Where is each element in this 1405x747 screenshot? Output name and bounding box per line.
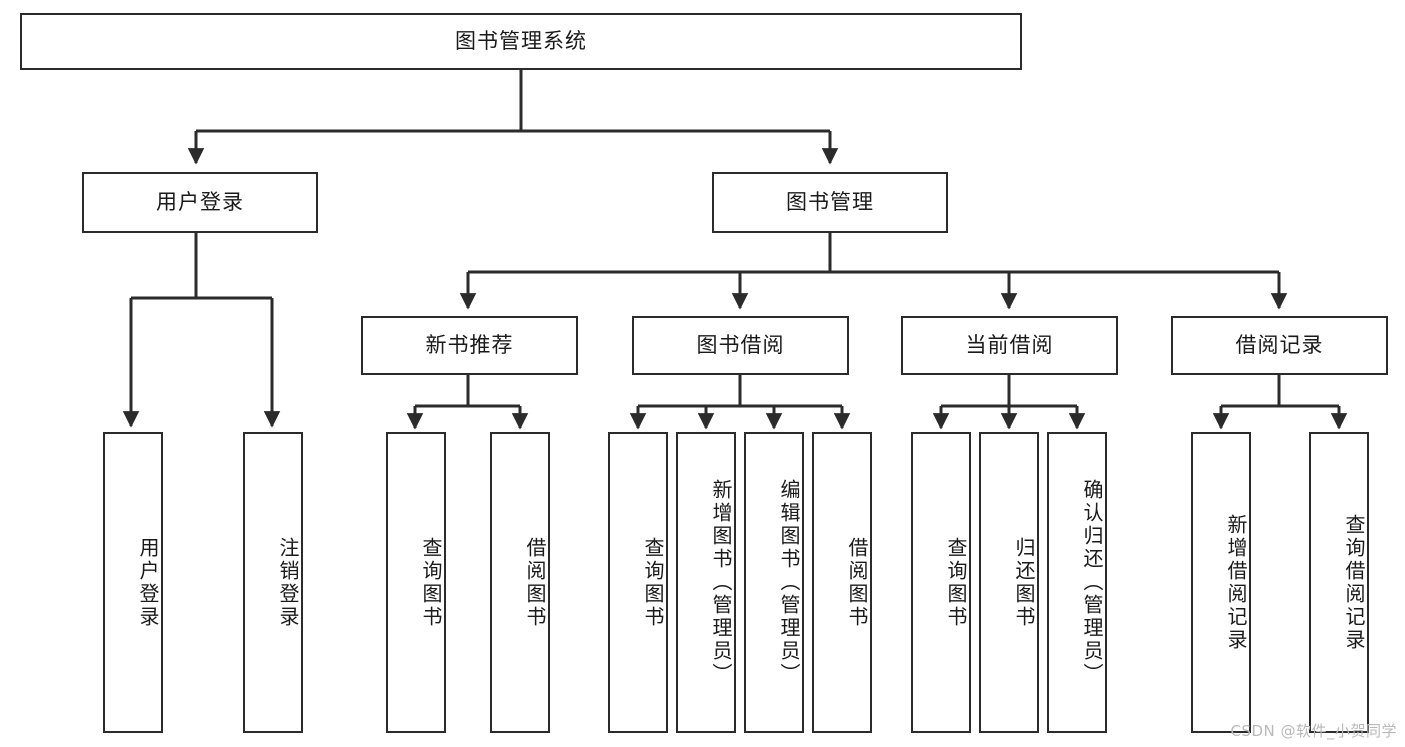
node-leaf-query-book-1[interactable]: 查询图书 bbox=[386, 432, 446, 733]
node-leaf-query-book-2[interactable]: 查询图书 bbox=[608, 432, 668, 733]
node-leaf-return-book-label: 归还图书 bbox=[1012, 536, 1036, 629]
node-leaf-edit-book[interactable]: 编辑图书（管理员） bbox=[744, 432, 804, 733]
node-leaf-user-login-label: 用户登录 bbox=[136, 536, 160, 629]
node-leaf-logout[interactable]: 注销登录 bbox=[243, 432, 303, 733]
node-leaf-confirm-return[interactable]: 确认归还（管理员） bbox=[1047, 432, 1107, 733]
node-user-login[interactable]: 用户登录 bbox=[82, 172, 318, 233]
node-leaf-borrow-book-1-label: 借阅图书 bbox=[523, 536, 547, 629]
node-leaf-edit-book-label: 编辑图书（管理员） bbox=[777, 479, 801, 686]
node-leaf-query-book-2-label: 查询图书 bbox=[641, 536, 665, 629]
node-leaf-query-record[interactable]: 查询借阅记录 bbox=[1309, 432, 1369, 733]
node-root[interactable]: 图书管理系统 bbox=[20, 13, 1022, 70]
node-leaf-borrow-book-2[interactable]: 借阅图书 bbox=[812, 432, 872, 733]
node-book-borrow[interactable]: 图书借阅 bbox=[632, 316, 849, 375]
node-current-borrow[interactable]: 当前借阅 bbox=[901, 316, 1118, 375]
node-new-book-rec-label: 新书推荐 bbox=[425, 332, 514, 357]
node-leaf-user-login[interactable]: 用户登录 bbox=[103, 432, 163, 733]
node-leaf-add-record-label: 新增借阅记录 bbox=[1224, 513, 1248, 652]
node-borrow-record[interactable]: 借阅记录 bbox=[1171, 316, 1388, 375]
node-current-borrow-label: 当前借阅 bbox=[965, 332, 1054, 357]
node-leaf-add-book-label: 新增图书（管理员） bbox=[709, 479, 733, 686]
node-user-login-label: 用户登录 bbox=[156, 189, 244, 214]
node-leaf-add-book[interactable]: 新增图书（管理员） bbox=[676, 432, 736, 733]
node-leaf-return-book[interactable]: 归还图书 bbox=[979, 432, 1039, 733]
node-leaf-logout-label: 注销登录 bbox=[276, 536, 300, 629]
node-leaf-query-book-3-label: 查询图书 bbox=[944, 536, 968, 629]
node-book-manage-label: 图书管理 bbox=[786, 189, 874, 214]
node-leaf-query-book-1-label: 查询图书 bbox=[419, 536, 443, 629]
node-borrow-record-label: 借阅记录 bbox=[1235, 332, 1324, 357]
node-root-label: 图书管理系统 bbox=[455, 28, 587, 53]
node-leaf-add-record[interactable]: 新增借阅记录 bbox=[1191, 432, 1251, 733]
node-new-book-rec[interactable]: 新书推荐 bbox=[361, 316, 578, 375]
node-leaf-borrow-book-1[interactable]: 借阅图书 bbox=[490, 432, 550, 733]
node-leaf-query-book-3[interactable]: 查询图书 bbox=[911, 432, 971, 733]
node-leaf-query-record-label: 查询借阅记录 bbox=[1342, 513, 1366, 652]
node-book-manage[interactable]: 图书管理 bbox=[712, 172, 948, 233]
node-book-borrow-label: 图书借阅 bbox=[696, 332, 785, 357]
node-leaf-borrow-book-2-label: 借阅图书 bbox=[845, 536, 869, 629]
node-leaf-confirm-return-label: 确认归还（管理员） bbox=[1080, 479, 1104, 686]
